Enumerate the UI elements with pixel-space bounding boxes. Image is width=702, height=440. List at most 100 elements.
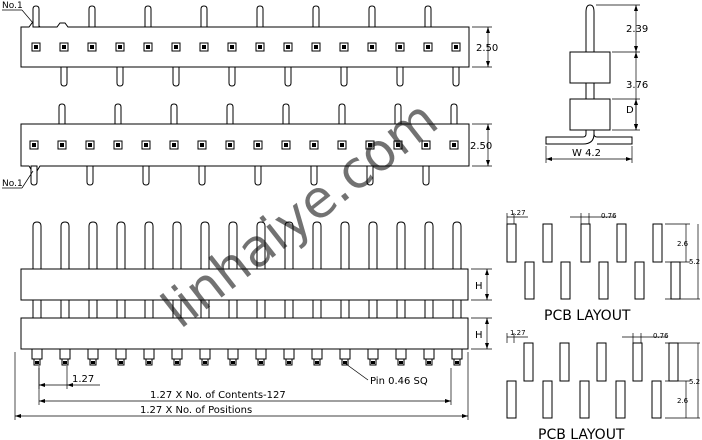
front-pin-tail: [59, 348, 71, 360]
top1-pad-inner: [258, 45, 262, 49]
top2-pad-inner: [312, 143, 316, 147]
pcb2-pad-top: [596, 342, 607, 382]
front-pin-top: [424, 221, 434, 270]
front-pin-tip-mark: [119, 361, 123, 364]
front-pin-mid: [284, 299, 294, 319]
front-pin-top: [340, 221, 350, 270]
pcb2-title: PCB LAYOUT: [538, 427, 625, 440]
side-view-pin-bent-right: [593, 133, 633, 145]
top1-pin-up: [88, 5, 96, 28]
top2-pin-up: [450, 103, 458, 125]
front-pin-tip-mark: [455, 361, 459, 364]
side-view-pin-mid: [585, 82, 595, 100]
front-pin-tail: [423, 348, 435, 360]
top2-pad-inner: [368, 143, 372, 147]
top2-pin-down: [142, 165, 150, 186]
top2-pad-inner: [452, 143, 456, 147]
top1-pad-inner: [454, 45, 458, 49]
pcb2-pad-bottom: [542, 380, 553, 419]
top1-pin-down: [396, 66, 404, 87]
front-pin-tip-mark: [287, 361, 291, 364]
front-pin-tip-mark: [315, 361, 319, 364]
top1-pad-inner: [90, 45, 94, 49]
pcb-layout-upper: [506, 223, 681, 300]
front-pin-mid: [312, 299, 322, 319]
front-pin-mid: [144, 299, 154, 319]
front-pin-mid: [396, 299, 406, 319]
dim-127-pitch-label: 1.27: [72, 374, 94, 385]
dim-h-bottom-label: H: [475, 330, 483, 341]
top1-pad-inner: [314, 45, 318, 49]
pcb2-127-label: 1.27: [510, 329, 526, 337]
top2-pin-up: [282, 103, 290, 125]
side-view-insulator-bottom: [569, 98, 611, 131]
pcb1-pad-top: [616, 223, 627, 263]
pcb1-26-label: 2.6: [677, 240, 689, 248]
front-pin-tip-mark: [399, 361, 403, 364]
top2-pin-up: [394, 103, 402, 125]
dim-h-top: [471, 268, 492, 301]
top2-pin-down: [198, 165, 206, 186]
front-pin-mid: [200, 299, 210, 319]
dim-250-lower: [472, 123, 492, 167]
front-pin-tail: [311, 348, 323, 360]
pcb2-pad-bottom: [579, 380, 590, 419]
front-pin-top: [172, 221, 182, 270]
front-pin-mid: [116, 299, 126, 319]
top2-pin-down: [310, 165, 318, 186]
pcb2-pad-top: [523, 342, 534, 382]
pcb1-pad-bottom: [670, 261, 681, 300]
top-view-upper-body: [20, 22, 470, 68]
pcb2-076-label: 0.76: [653, 332, 669, 340]
front-pin-tip-mark: [147, 361, 151, 364]
top1-pin-down: [452, 66, 460, 87]
top1-pin-up: [144, 5, 152, 28]
pcb2-pad-bottom: [615, 380, 626, 419]
front-pin-top: [200, 221, 210, 270]
top1-pin-down: [60, 66, 68, 87]
top2-pin-down: [30, 165, 38, 186]
front-pin-tip-mark: [63, 361, 67, 364]
front-pin-mid: [32, 299, 42, 319]
front-pin-tip-mark: [427, 361, 431, 364]
front-pin-tip-mark: [175, 361, 179, 364]
top2-pad-inner: [256, 143, 260, 147]
top1-pin-down: [228, 66, 236, 87]
front-pin-tip-mark: [203, 361, 207, 364]
top2-pad-inner: [144, 143, 148, 147]
front-pin-mid: [88, 299, 98, 319]
front-pin-top: [368, 221, 378, 270]
top1-pad-inner: [118, 45, 122, 49]
front-pin-top: [284, 221, 294, 270]
pcb2-pad-top: [632, 342, 643, 382]
top2-pin-up: [58, 103, 66, 125]
pin-sq-leader: [345, 363, 369, 381]
side-view: [545, 4, 633, 145]
pcb1-dims: [506, 213, 700, 300]
dim-d-label: D: [626, 105, 634, 116]
pcb2-52-label: 5.2: [689, 378, 700, 386]
pcb1-pad-top: [542, 223, 553, 263]
front-pin-mid: [452, 299, 462, 319]
dim-239-label: 2.39: [626, 24, 648, 35]
top2-pin-down: [366, 165, 374, 186]
top1-pin-up: [312, 5, 320, 28]
top2-pad-inner: [88, 143, 92, 147]
pcb1-pad-top: [506, 223, 517, 263]
no1-leader-top: [21, 9, 34, 24]
front-pin-mid: [256, 299, 266, 319]
dim-250-upper: [472, 26, 492, 68]
top1-pad-inner: [202, 45, 206, 49]
front-pin-tip-mark: [35, 361, 39, 364]
front-pin-tail: [87, 348, 99, 360]
front-pin-top: [312, 221, 322, 270]
dim-d: [612, 98, 640, 130]
dim-contents: [38, 368, 452, 405]
front-pin-tail: [199, 348, 211, 360]
top-view-lower: [20, 103, 470, 186]
pcb1-pad-top: [580, 223, 591, 263]
pcb1-52-label: 5.2: [689, 258, 700, 266]
no1-label-mid: No.1: [2, 179, 23, 189]
dim-w42: [545, 146, 633, 163]
